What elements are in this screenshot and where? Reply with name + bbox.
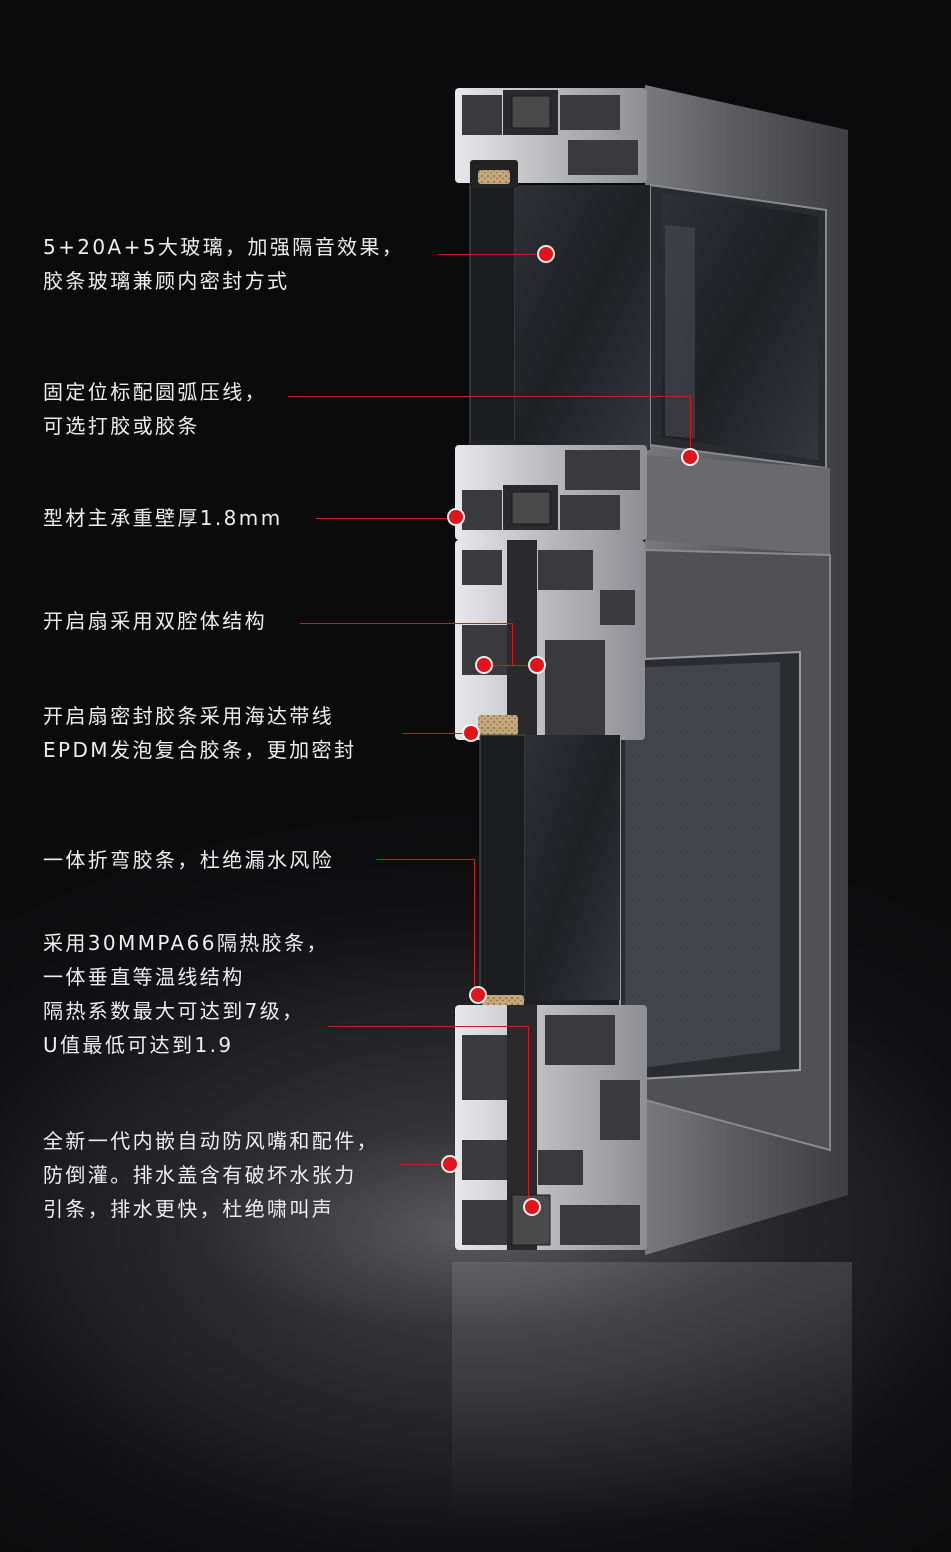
- callout-glass: 5+20A+5大玻璃，加强隔音效果， 胶条玻璃兼顾内密封方式: [43, 235, 405, 293]
- leader-line: [484, 665, 539, 666]
- leader-line: [474, 859, 475, 995]
- leader-line: [400, 1164, 450, 1165]
- marker-dot: [525, 1200, 539, 1214]
- marker-dot: [683, 450, 697, 464]
- leader-line: [512, 623, 513, 665]
- marker-dot: [464, 726, 478, 740]
- leader-line: [690, 396, 691, 456]
- callout-folded-seal: 一体折弯胶条，杜绝漏水风险: [43, 848, 335, 872]
- callout-epdm-seal: 开启扇密封胶条采用海达带线 EPDM发泡复合胶条，更加密封: [43, 704, 357, 762]
- leader-line: [438, 254, 546, 255]
- callout-double-cavity: 开启扇采用双腔体结构: [43, 609, 267, 633]
- callout-wall-thickness: 型材主承重壁厚1.8mm: [43, 506, 283, 530]
- marker-dot: [449, 510, 463, 524]
- marker-dot: [477, 658, 491, 672]
- leader-line: [376, 859, 474, 860]
- marker-dot: [539, 247, 553, 261]
- leader-line: [403, 733, 471, 734]
- insect-mesh: [625, 662, 780, 1070]
- leader-line: [316, 518, 456, 519]
- leader-line: [300, 623, 512, 624]
- leader-line: [528, 1026, 529, 1206]
- lower-igu: [479, 734, 526, 1001]
- marker-dot: [530, 658, 544, 672]
- upper-igu: [469, 184, 516, 451]
- marker-dot: [471, 988, 485, 1002]
- marker-dot: [443, 1157, 457, 1171]
- callout-drainage: 全新一代内嵌自动防风嘴和配件， 防倒灌。排水盖含有破坏水张力 引条，排水更快，杜…: [43, 1129, 379, 1221]
- callout-thermal-break: 采用30MMPA66隔热胶条， 一体垂直等温线结构 隔热系数最大可达到7级， U…: [43, 931, 329, 1057]
- leader-line: [288, 396, 690, 397]
- frame-reflection: [452, 1262, 852, 1522]
- leader-line: [328, 1026, 528, 1027]
- callout-glazing-bead: 固定位标配圆弧压线， 可选打胶或胶条: [43, 380, 267, 438]
